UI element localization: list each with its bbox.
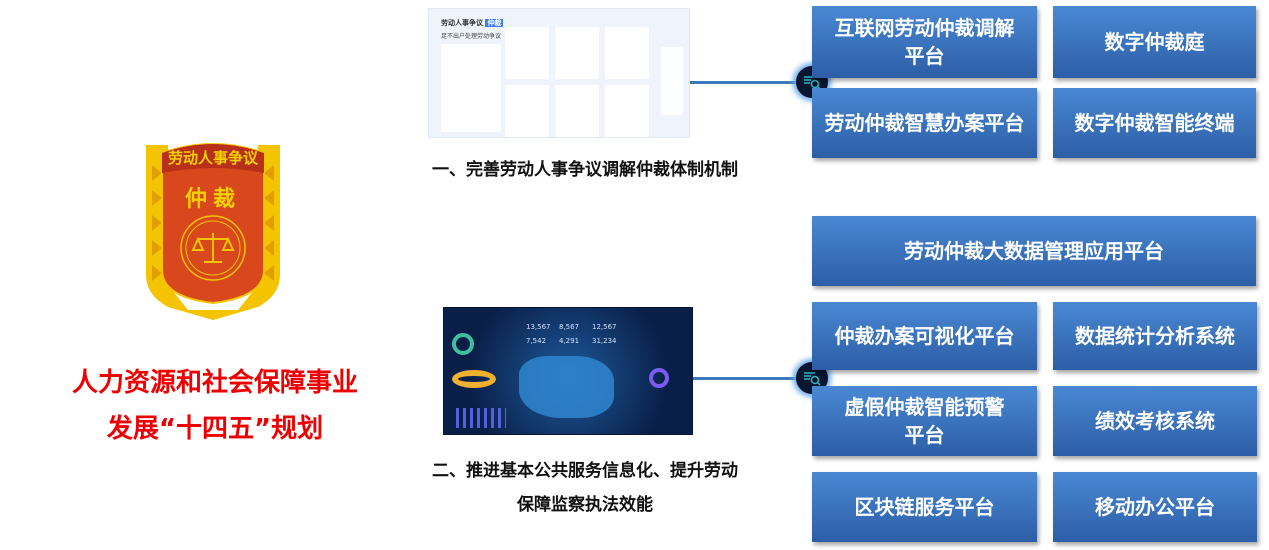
platform-internet-mediation: 互联网劳动仲裁调解平台 — [812, 6, 1037, 78]
section2-caption-line2: 保障监察执法效能 — [517, 495, 653, 515]
screenshot-tag: 仲裁 — [485, 19, 504, 27]
platform-digital-tribunal: 数字仲裁庭 — [1053, 6, 1256, 78]
connector-line — [690, 81, 812, 84]
connector-line — [693, 377, 812, 380]
arbitration-badge: 劳动人事争议 仲裁 — [138, 135, 288, 320]
platform-smart-case-handling: 劳动仲裁智慧办案平台 — [812, 88, 1037, 158]
platform-statistics: 数据统计分析系统 — [1053, 302, 1257, 370]
stat-value: 7,542 — [526, 337, 547, 345]
plan-title-line2: 发展“十四五”规划 — [106, 414, 324, 444]
stat-value: 4,291 — [559, 337, 580, 345]
mediation-platform-screenshot: 劳动人事争议 仲裁 足不出户处理劳动争议 — [428, 8, 690, 138]
platform-smart-terminal: 数字仲裁智能终端 — [1053, 88, 1256, 158]
screenshot-heading: 劳动人事争议 — [441, 19, 483, 27]
section1-caption: 一、完善劳动人事争议调解仲裁体制机制 — [432, 160, 738, 180]
platform-mobile-office: 移动办公平台 — [1053, 472, 1257, 542]
stat-value: 31,234 — [592, 337, 617, 345]
platform-performance: 绩效考核系统 — [1053, 386, 1257, 456]
platform-visualization: 仲裁办案可视化平台 — [812, 302, 1037, 370]
badge-top-text: 劳动人事争议 — [167, 149, 258, 167]
plan-title-line1: 人力资源和社会保障事业 — [71, 368, 358, 398]
stat-value: 8,567 — [559, 323, 580, 331]
stat-value: 13,567 — [526, 323, 551, 331]
platform-big-data: 劳动仲裁大数据管理应用平台 — [812, 216, 1256, 286]
stat-value: 12,567 — [592, 323, 617, 331]
dashboard-screenshot: 13,567 8,567 12,567 7,542 4,291 31,234 — [443, 307, 693, 435]
platform-false-arbitration-warning: 虚假仲裁智能预警平台 — [812, 386, 1037, 456]
badge-main-text: 仲裁 — [184, 187, 241, 212]
screenshot-subheading: 足不出户处理劳动争议 — [441, 33, 502, 40]
platform-blockchain: 区块链服务平台 — [812, 472, 1037, 542]
section2-caption-line1: 二、推进基本公共服务信息化、提升劳动 — [432, 461, 738, 481]
